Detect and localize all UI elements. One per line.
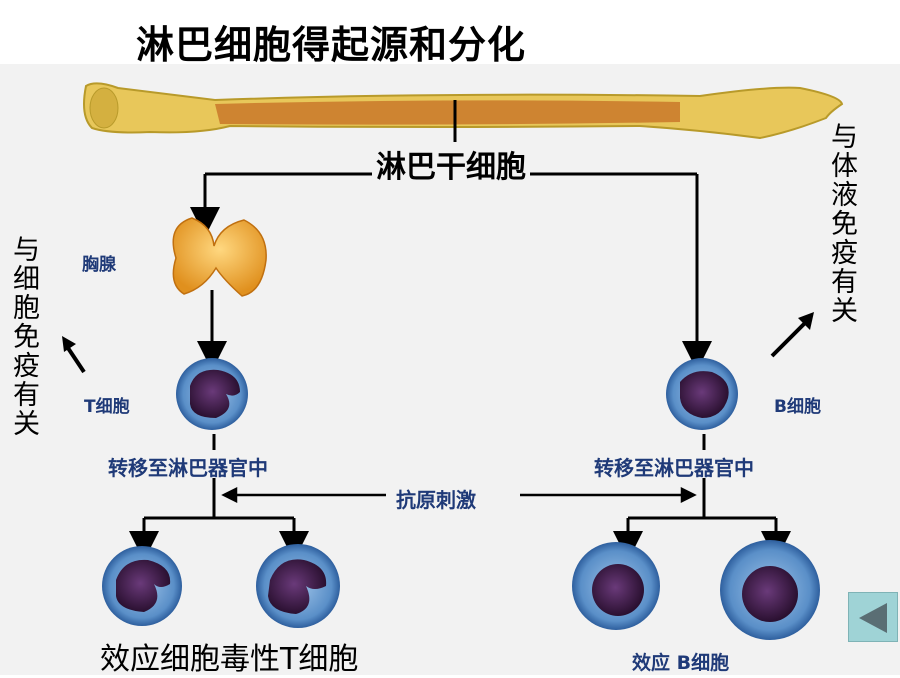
effector-b-cell-illustration: [572, 540, 820, 640]
page-title: 淋巴细胞得起源和分化: [136, 23, 527, 67]
antigen-arrow: [221, 486, 697, 504]
effector-t-cell-label: 效应细胞毒性T细胞: [100, 642, 359, 677]
back-triangle-icon: [859, 603, 887, 633]
t-cell-illustration: [176, 358, 248, 430]
b-cell-label: B细胞: [774, 397, 821, 417]
stem-cell-branches: [190, 100, 712, 371]
effector-branches: [129, 434, 791, 561]
migrate-left-label: 转移至淋巴器官中: [108, 456, 268, 480]
humoral-immunity-label: 与体液免疫有关: [826, 122, 857, 325]
side-arrows: [62, 312, 814, 374]
back-button[interactable]: [848, 592, 898, 642]
effector-b-cell-label: 效应 B细胞: [632, 652, 730, 674]
b-cell-illustration: [666, 358, 738, 430]
cellular-immunity-label: 与细胞免疫有关: [8, 235, 39, 438]
antigen-label: 抗原刺激: [390, 484, 482, 513]
t-cell-label: T细胞: [84, 397, 130, 417]
thymus-label: 胸腺: [82, 255, 116, 275]
bone-illustration: [83, 82, 844, 140]
thymus-illustration: [172, 217, 267, 297]
title-band: [0, 0, 900, 64]
stem-cell-label: 淋巴干细胞: [372, 142, 530, 186]
migrate-right-label: 转移至淋巴器官中: [594, 456, 754, 480]
effector-t-cell-illustration: [102, 544, 340, 628]
